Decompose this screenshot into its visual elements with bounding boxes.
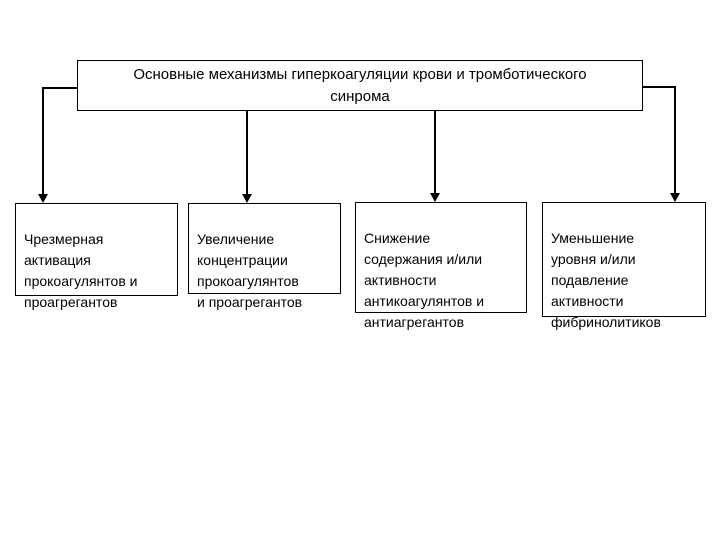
connector-line-title-to-box-4-vertical xyxy=(674,86,676,194)
arrow-down-icon-4 xyxy=(670,193,680,202)
diagram-title: Основные механизмы гиперкоагуляции крови… xyxy=(133,65,587,105)
mechanism-box-text: Чрезмерная активация прокоагулянтов и пр… xyxy=(24,231,138,310)
mechanism-box-decreased-anticoagulants: Снижение содержания и/или активности ант… xyxy=(355,202,527,330)
mechanism-box-excessive-activation: Чрезмерная активация прокоагулянтов и пр… xyxy=(15,203,178,310)
connector-line-title-to-box-1-vertical xyxy=(42,87,44,195)
arrow-down-icon-1 xyxy=(38,194,48,203)
mechanism-box-decreased-fibrinolytics: Уменьшение уровня и/или подавление актив… xyxy=(542,202,706,330)
mechanism-box-text: Уменьшение уровня и/или подавление актив… xyxy=(551,230,661,330)
mechanism-box-text: Снижение содержания и/или активности ант… xyxy=(364,230,485,330)
connector-line-title-to-box-2-vertical xyxy=(246,110,248,195)
mechanism-box-increased-concentration: Увеличение концентрации прокоагулянтов и… xyxy=(188,203,341,310)
arrow-down-icon-2 xyxy=(242,194,252,203)
connector-line-title-to-box-4-horizontal xyxy=(643,86,676,88)
mechanism-box-text: Увеличение концентрации прокоагулянтов и… xyxy=(197,231,303,310)
title-box: Основные механизмы гиперкоагуляции крови… xyxy=(77,60,643,111)
connector-line-title-to-box-1-horizontal xyxy=(43,87,77,89)
arrow-down-icon-3 xyxy=(430,193,440,202)
connector-line-title-to-box-3-vertical xyxy=(434,110,436,195)
